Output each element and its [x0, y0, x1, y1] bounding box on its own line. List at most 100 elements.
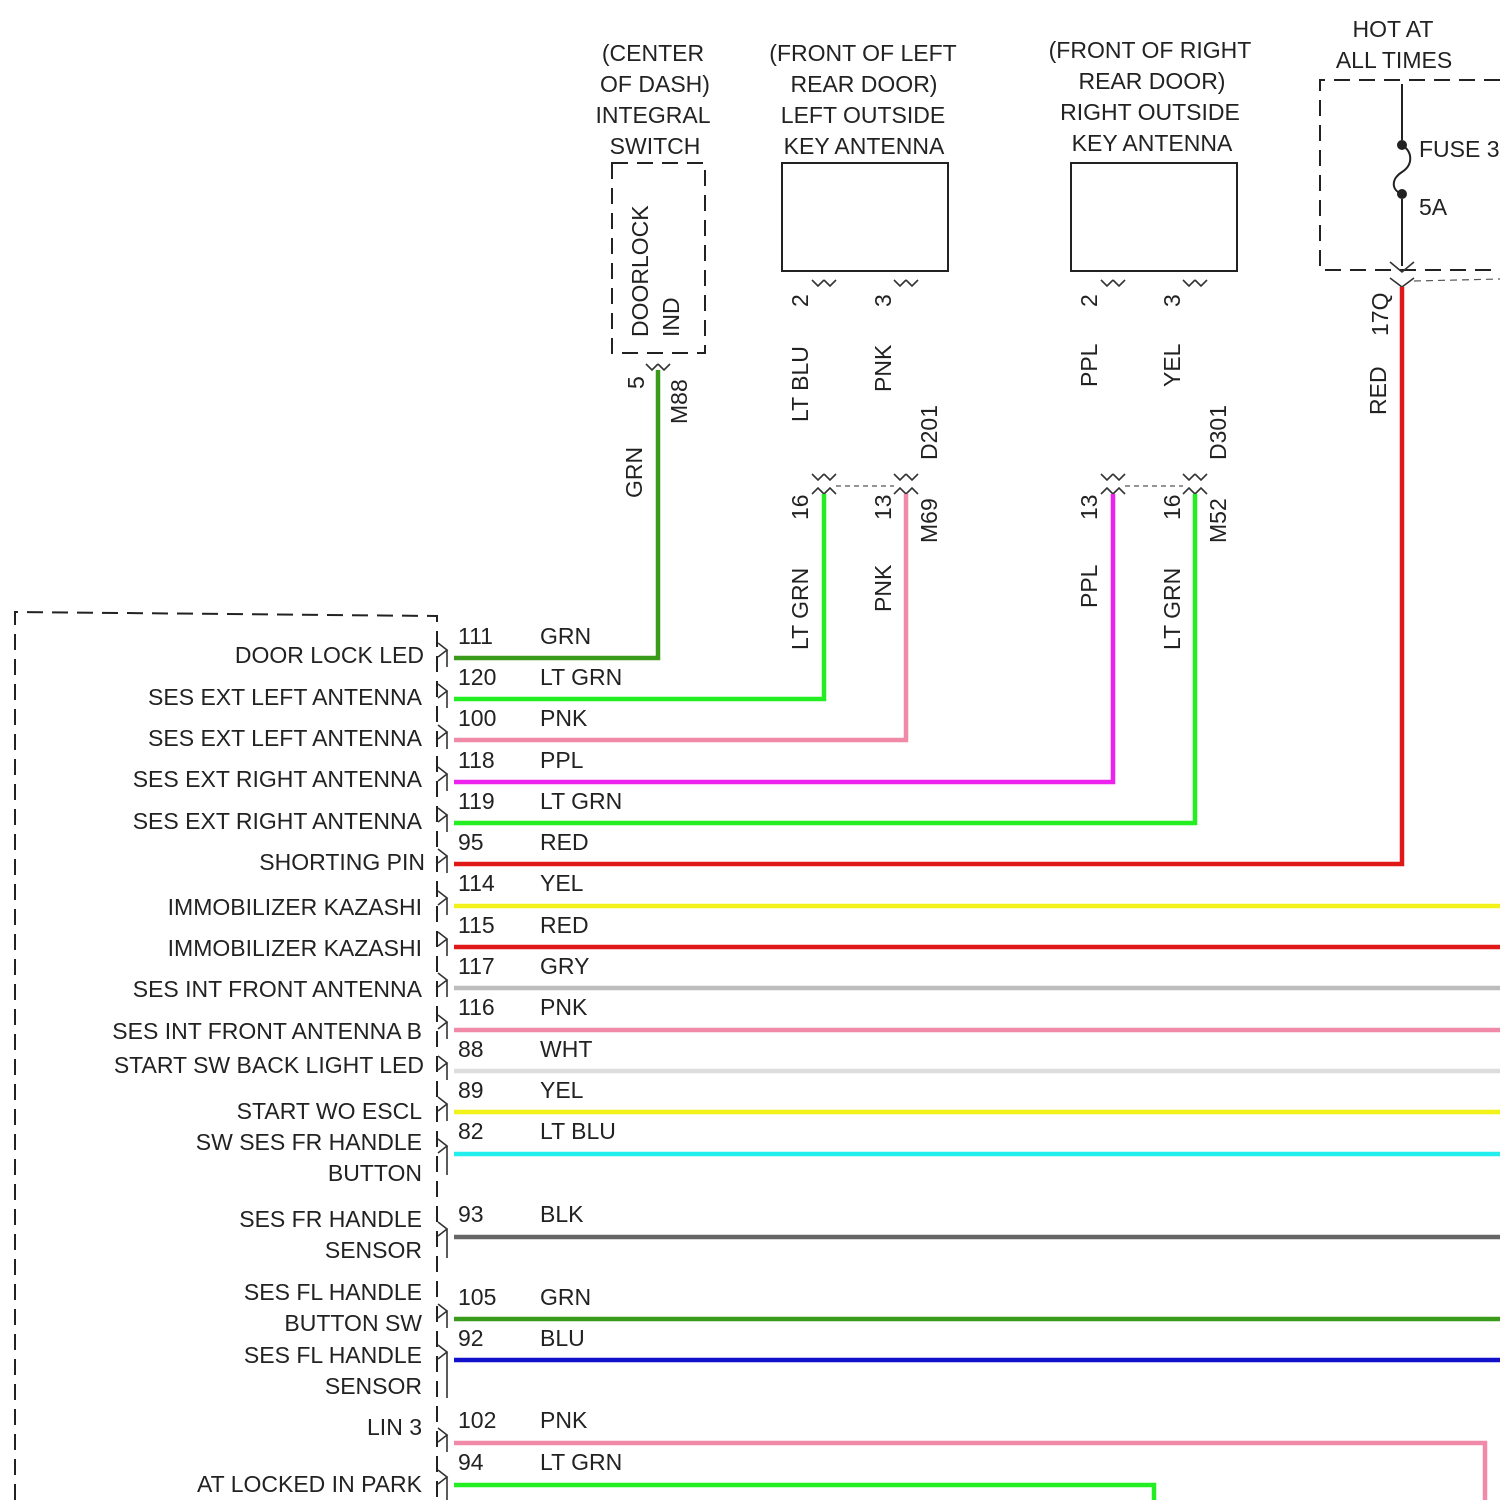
svg-text:RIGHT OUTSIDE: RIGHT OUTSIDE	[1060, 99, 1240, 125]
module-label: AT LOCKED IN PARK	[197, 1471, 423, 1497]
wire-color-name: LT GRN	[540, 664, 622, 690]
wire-111	[454, 370, 658, 658]
wire-color-name: RED	[540, 829, 589, 855]
module-label: START SW BACK LIGHT LED	[114, 1052, 424, 1078]
svg-text:INTEGRAL: INTEGRAL	[595, 102, 710, 128]
wire-120	[454, 494, 824, 699]
integral-switch-label: (CENTER OF DASH) INTEGRAL SWITCH	[595, 40, 710, 159]
wire-color-name: YEL	[540, 870, 584, 896]
wire-labels: 111 GRN 120 LT GRN 100 PNK 118 PPL 119 L…	[458, 623, 622, 1475]
ind-label: IND	[658, 297, 684, 337]
wire-color-name: LT BLU	[540, 1118, 616, 1144]
wire-95	[454, 287, 1402, 864]
pin-number: 119	[458, 788, 495, 814]
wire-color-name: PNK	[540, 705, 588, 731]
right-antenna-label: (FRONT OF RIGHT REAR DOOR) RIGHT OUTSIDE…	[1049, 37, 1252, 156]
wires	[454, 287, 1500, 1500]
module-label: SES INT FRONT ANTENNA	[133, 976, 423, 1002]
pin-number: 117	[458, 953, 495, 979]
pin-number: 111	[458, 623, 493, 649]
wire-color-name: LT GRN	[540, 788, 622, 814]
fuse-label: FUSE 3	[1419, 136, 1500, 162]
fuse-wire-color: RED	[1365, 366, 1391, 415]
left-antenna-pin-16: 16	[787, 494, 813, 520]
pin-number: 120	[458, 664, 496, 690]
svg-text:(CENTER: (CENTER	[602, 40, 704, 66]
svg-text:REAR DOOR): REAR DOOR)	[791, 71, 938, 97]
svg-text:OF DASH): OF DASH)	[600, 71, 710, 97]
fuse-rating: 5A	[1419, 194, 1448, 220]
module-label: BUTTON SW	[284, 1310, 422, 1336]
pin-number: 118	[458, 747, 495, 773]
svg-text:LEFT OUTSIDE: LEFT OUTSIDE	[781, 102, 945, 128]
module-label: SENSOR	[325, 1373, 422, 1399]
right-antenna-wire-color: PPL	[1076, 343, 1102, 387]
module-label: IMMOBILIZER KAZASHI	[168, 894, 422, 920]
right-antenna-pin-13: 13	[1076, 494, 1102, 520]
connector-d301-label: D301	[1205, 405, 1231, 460]
wire-color-name: PNK	[540, 994, 588, 1020]
module-pin-connectors	[438, 643, 447, 1500]
left-antenna-pin-13: 13	[870, 494, 896, 520]
pin-number: 92	[458, 1325, 484, 1351]
fuse-connector-icon	[1390, 278, 1414, 287]
right-antenna-wire-color: LT GRN	[1159, 568, 1185, 650]
pin-number: 114	[458, 870, 495, 896]
wire-color-name: LT GRN	[540, 1449, 622, 1475]
pin-number: 94	[458, 1449, 484, 1475]
wire-color-name: WHT	[540, 1036, 592, 1062]
left-antenna-pin-2: 2	[787, 294, 813, 307]
module-label: START WO ESCL	[237, 1098, 423, 1124]
hot-at-all-times-label: HOT AT ALL TIMES	[1336, 16, 1452, 73]
right-antenna-pin-2: 2	[1076, 294, 1102, 307]
pin-number: 100	[458, 705, 496, 731]
connector-m69-label: M69	[916, 498, 942, 543]
connector-d201-label: D201	[916, 405, 942, 460]
doorlock-label: DOORLOCK	[627, 205, 653, 337]
fuse-pin-17q: 17Q	[1367, 293, 1393, 336]
left-antenna-wire-color: LT BLU	[787, 346, 813, 422]
wire-color-name: BLK	[540, 1201, 584, 1227]
wire-color-name: PPL	[540, 747, 584, 773]
pin-number: 102	[458, 1407, 496, 1433]
fuse-icon	[1394, 145, 1411, 194]
module-label: BUTTON	[328, 1160, 422, 1186]
right-antenna-connector-icon	[1101, 280, 1125, 286]
wire-100	[454, 494, 906, 740]
module-label: SW SES FR HANDLE	[196, 1129, 422, 1155]
inline-connector-icon	[1101, 474, 1125, 494]
left-antenna-connector-icon	[812, 280, 836, 286]
connector-m52-label: M52	[1205, 498, 1231, 543]
wire-color-name: YEL	[540, 1077, 584, 1103]
right-antenna-box	[1071, 163, 1237, 271]
module-label: LIN 3	[367, 1414, 422, 1440]
svg-text:HOT AT: HOT AT	[1353, 16, 1434, 42]
wire-color-name: GRY	[540, 953, 589, 979]
module-label: SHORTING PIN	[259, 849, 425, 875]
pin-number: 105	[458, 1284, 496, 1310]
pin-number: 115	[458, 912, 495, 938]
module-labels: DOOR LOCK LED SES EXT LEFT ANTENNA SES E…	[112, 642, 425, 1497]
pin-number: 95	[458, 829, 484, 855]
right-antenna-wire-color: YEL	[1159, 343, 1185, 387]
right-antenna-wire-color: PPL	[1076, 564, 1102, 608]
module-label: SES EXT LEFT ANTENNA	[148, 684, 423, 710]
svg-text:REAR DOOR): REAR DOOR)	[1079, 68, 1226, 94]
wire-color-name: PNK	[540, 1407, 588, 1433]
left-antenna-connector-icon	[894, 280, 918, 286]
left-antenna-wire-color: PNK	[870, 564, 896, 612]
inline-connector-icon	[1183, 474, 1207, 494]
connector-m88-icon	[646, 364, 670, 370]
inline-connector-icon	[894, 474, 918, 494]
left-antenna-pin-3: 3	[870, 294, 896, 307]
wire-color-name: RED	[540, 912, 589, 938]
module-label: SES EXT RIGHT ANTENNA	[133, 766, 423, 792]
svg-text:ALL TIMES: ALL TIMES	[1336, 47, 1452, 73]
wire-color-name: GRN	[540, 1284, 591, 1310]
svg-text:KEY ANTENNA: KEY ANTENNA	[1072, 130, 1233, 156]
pin-number: 89	[458, 1077, 484, 1103]
left-antenna-label: (FRONT OF LEFT REAR DOOR) LEFT OUTSIDE K…	[769, 40, 956, 159]
left-antenna-wire-color: PNK	[870, 344, 896, 392]
right-antenna-pin-16: 16	[1159, 494, 1185, 520]
